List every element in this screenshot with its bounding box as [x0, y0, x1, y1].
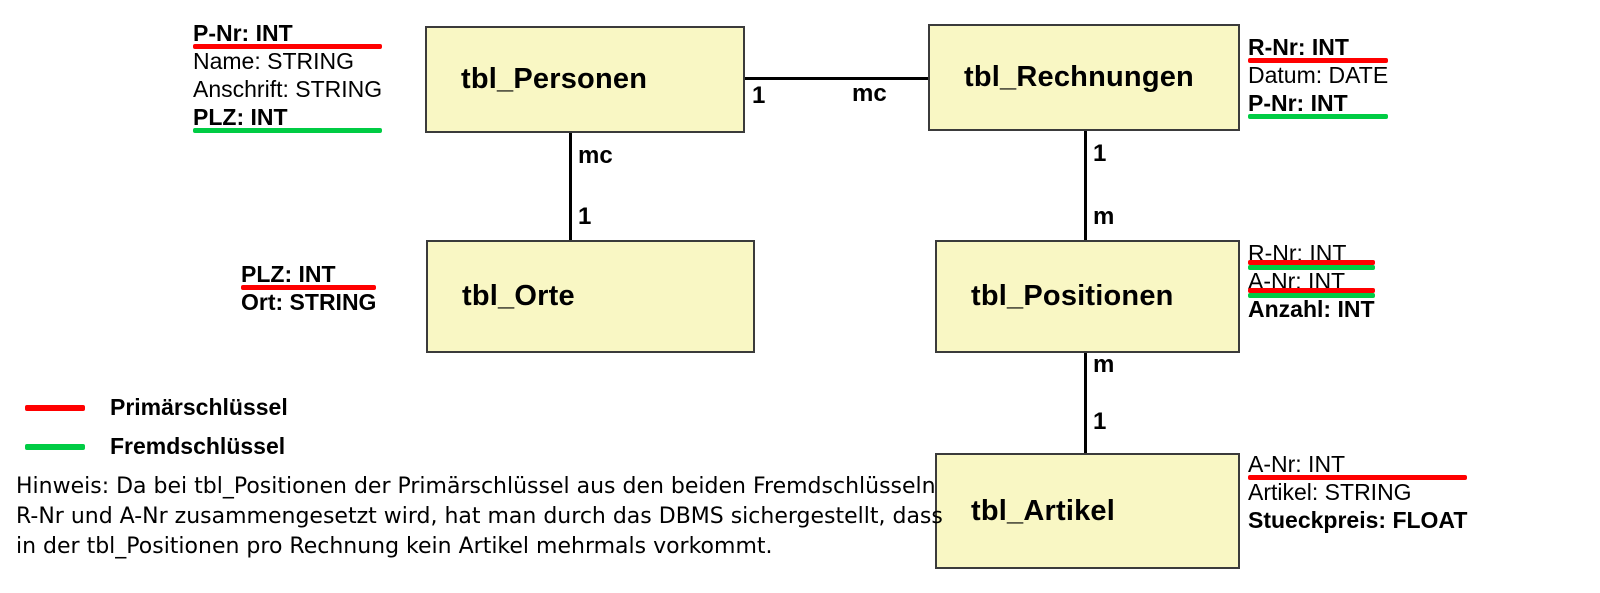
foreign-key-underline — [193, 128, 383, 133]
connector-personen-rechnungen — [745, 77, 928, 80]
entity-tbl-positionen[interactable]: tbl_Positionen — [935, 240, 1240, 353]
attribute-p-nr: P-Nr: INT — [193, 20, 383, 49]
foreign-key-underline — [1248, 265, 1375, 270]
legend-item-foreign-key: Fremdschlüssel — [25, 427, 288, 466]
cardinality-rechnungen-from-personen: mc — [852, 80, 887, 107]
attributes-tbl-personen: P-Nr: INT Name: STRING Anschrift: STRING… — [193, 20, 383, 133]
primary-key-underline — [193, 44, 383, 49]
attribute-stueckpreis: Stueckpreis: FLOAT — [1248, 507, 1468, 533]
attribute-datum: Datum: DATE — [1248, 62, 1389, 88]
attribute-a-nr-pk: A-Nr: INT — [1248, 451, 1468, 480]
cardinality-personen-to-orte: mc — [578, 142, 613, 169]
primary-key-underline — [1248, 58, 1389, 63]
legend: Primärschlüssel Fremdschlüssel — [25, 388, 288, 466]
foreign-key-underline — [1248, 114, 1389, 119]
connector-positionen-artikel — [1084, 353, 1087, 454]
note-line-2: R-Nr und A-Nr zusammengesetzt wird, hat … — [16, 504, 943, 529]
attribute-anzahl: Anzahl: INT — [1248, 296, 1375, 322]
entity-title-tbl-positionen: tbl_Positionen — [971, 280, 1174, 312]
attribute-ort: Ort: STRING — [241, 289, 377, 315]
attribute-r-nr: R-Nr: INT — [1248, 34, 1389, 63]
entity-title-tbl-orte: tbl_Orte — [462, 280, 575, 312]
entity-tbl-rechnungen[interactable]: tbl_Rechnungen — [928, 24, 1240, 131]
attributes-tbl-positionen: R-Nr: INT A-Nr: INT Anzahl: INT — [1248, 240, 1375, 324]
primary-key-underline — [1248, 260, 1375, 265]
cardinality-rechnungen-to-positionen: 1 — [1093, 140, 1107, 167]
note-text: Hinweis: Da bei tbl_Positionen der Primä… — [16, 472, 943, 562]
cardinality-orte-from-personen: 1 — [578, 203, 592, 230]
entity-tbl-artikel[interactable]: tbl_Artikel — [935, 453, 1240, 569]
note-line-3: in der tbl_Positionen pro Rechnung kein … — [16, 534, 773, 559]
attribute-name: Name: STRING — [193, 48, 355, 74]
attribute-plz-pk: PLZ: INT — [241, 261, 377, 290]
note-line-1: Hinweis: Da bei tbl_Positionen der Primä… — [16, 474, 936, 499]
entity-title-tbl-artikel: tbl_Artikel — [971, 494, 1116, 527]
cardinality-artikel-from-positionen: 1 — [1093, 408, 1107, 435]
attribute-a-nr-pk-fk: A-Nr: INT — [1248, 268, 1375, 298]
attributes-tbl-artikel: A-Nr: INT Artikel: STRING Stueckpreis: F… — [1248, 451, 1468, 535]
entity-title-tbl-rechnungen: tbl_Rechnungen — [964, 61, 1194, 93]
attribute-plz-fk: PLZ: INT — [193, 104, 383, 133]
entity-title-tbl-personen: tbl_Personen — [461, 63, 648, 95]
primary-key-underline — [241, 285, 377, 290]
attributes-tbl-orte: PLZ: INT Ort: STRING — [241, 261, 377, 317]
cardinality-positionen-from-rechnungen: m — [1093, 203, 1115, 230]
entity-tbl-orte[interactable]: tbl_Orte — [426, 240, 755, 353]
attribute-anschrift: Anschrift: STRING — [193, 76, 383, 102]
cardinality-positionen-to-artikel: m — [1093, 351, 1115, 378]
primary-key-underline — [1248, 475, 1468, 480]
connector-rechnungen-positionen — [1084, 131, 1087, 241]
foreign-key-color-swatch — [25, 443, 85, 450]
foreign-key-underline — [1248, 293, 1375, 298]
attribute-artikel: Artikel: STRING — [1248, 479, 1412, 505]
connector-personen-orte — [569, 133, 572, 241]
primary-key-color-swatch — [25, 404, 85, 411]
primary-key-underline — [1248, 288, 1375, 293]
legend-item-primary-key: Primärschlüssel — [25, 388, 288, 427]
attributes-tbl-rechnungen: R-Nr: INT Datum: DATE P-Nr: INT — [1248, 34, 1389, 119]
legend-label-foreign-key: Fremdschlüssel — [110, 433, 286, 459]
cardinality-personen-to-rechnungen: 1 — [752, 82, 766, 109]
legend-label-primary-key: Primärschlüssel — [110, 394, 288, 420]
attribute-r-nr-pk-fk: R-Nr: INT — [1248, 240, 1375, 270]
entity-tbl-personen[interactable]: tbl_Personen — [425, 26, 745, 133]
attribute-p-nr-fk: P-Nr: INT — [1248, 90, 1389, 119]
